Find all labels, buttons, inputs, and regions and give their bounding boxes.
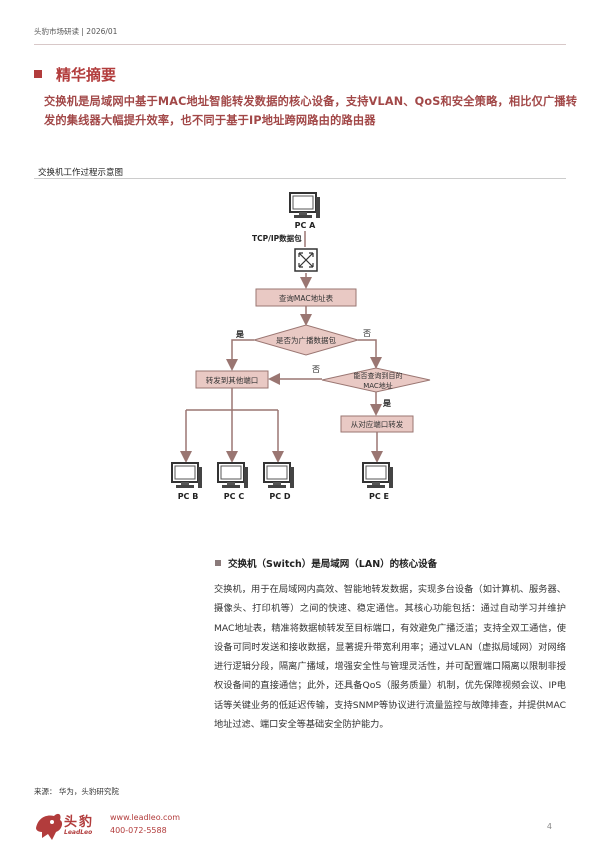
pc-b-icon	[171, 462, 203, 489]
flow-arrow	[358, 339, 382, 369]
logo-text: 头豹	[64, 815, 95, 830]
header-text: 头豹市场研读 | 2026/01	[34, 27, 118, 36]
logo-subtext: LeadLeo	[64, 829, 93, 836]
forward-port-label: 从对应端口转发	[351, 419, 404, 429]
broadcast-decision-label: 是否为广播数据包	[276, 335, 336, 345]
mac-found-decision	[321, 367, 431, 393]
pc-d-icon	[263, 462, 295, 489]
switch-icon	[294, 248, 318, 272]
no2-label: 否	[312, 365, 320, 374]
mac-found-label-2: MAC地址	[363, 381, 393, 390]
lookup-mac-label: 查询MAC地址表	[279, 293, 334, 303]
page-number: 4	[546, 822, 552, 831]
figure-caption: 交换机工作过程示意图	[38, 168, 124, 178]
forward-other-label: 转发到其他端口	[206, 375, 259, 385]
packet-label: TCP/IP数据包	[252, 233, 302, 243]
pc-c-icon	[217, 462, 249, 489]
flow-arrow	[226, 339, 254, 371]
content-body: 交换机，用于在局域网内高效、智能地转发数据，实现多台设备（如计算机、服务器、摄像…	[214, 584, 566, 731]
section-title: 精华摘要	[56, 66, 117, 84]
source-note: 来源： 华为，头豹研究院	[34, 787, 119, 796]
pc-e-label: PC E	[369, 492, 389, 501]
pc-e-icon	[362, 462, 394, 489]
section-marker	[34, 70, 42, 78]
figure-divider	[34, 178, 566, 179]
no-label: 否	[363, 329, 371, 338]
phone-number: 400-072-5588	[110, 826, 167, 835]
leadleo-logo-icon	[36, 813, 63, 840]
pc-d-label: PC D	[269, 492, 291, 501]
pc-a-icon	[289, 192, 321, 219]
header-divider	[34, 44, 566, 45]
yes-label: 是	[235, 329, 244, 339]
pc-b-label: PC B	[178, 492, 199, 501]
pc-a-label: PC A	[295, 221, 317, 230]
pc-c-label: PC C	[224, 492, 245, 501]
mac-found-label-1: 能否查询到目的	[354, 371, 403, 380]
bullet-marker	[215, 560, 221, 566]
summary-text: 交换机是局域网中基于MAC地址智能转发数据的核心设备，支持VLAN、QoS和安全…	[44, 95, 578, 127]
content-subtitle: 交换机（Switch）是局域网（LAN）的核心设备	[228, 559, 438, 570]
yes2-label: 是	[382, 398, 391, 408]
website-link[interactable]: www.leadleo.com	[110, 813, 181, 822]
